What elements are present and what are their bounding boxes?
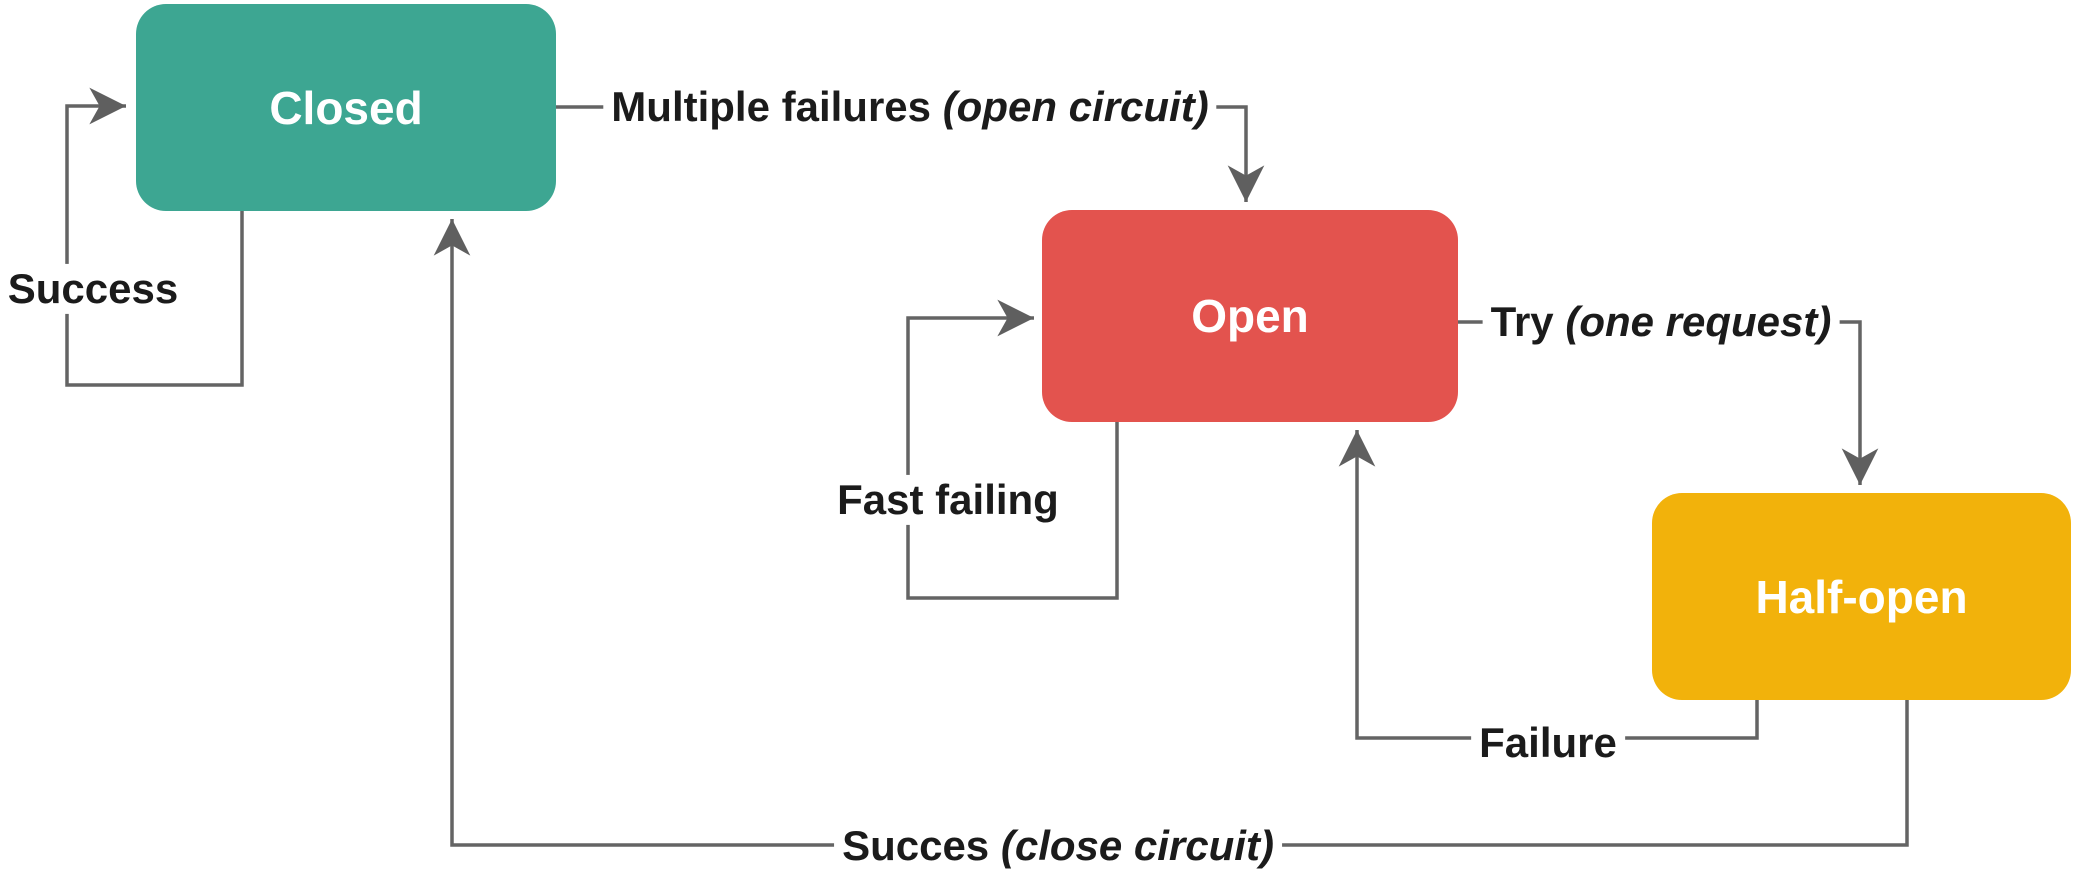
state-closed: Closed: [136, 4, 556, 211]
state-open: Open: [1042, 210, 1458, 422]
state-half-open: Half-open: [1652, 493, 2071, 700]
transition-label-text: Multiple failures: [611, 82, 943, 130]
transition-label-italic-text: (one request): [1565, 297, 1832, 345]
transition-label-multiple-failures: Multiple failures (open circuit): [603, 81, 1217, 133]
state-closed-label: Closed: [269, 81, 423, 134]
state-half-open-label: Half-open: [1755, 570, 1968, 623]
state-open-label: Open: [1191, 290, 1309, 342]
transition-label-success: Success: [0, 263, 187, 315]
transition-label-text: Failure: [1479, 718, 1617, 766]
transition-label-fast-failing: Fast failing: [829, 474, 1067, 526]
edge-open-self-loop: [906, 299, 1119, 600]
transition-label-italic-text: (close circuit): [1000, 821, 1274, 869]
transition-label-text: Try: [1490, 297, 1566, 345]
edge-closed-self-loop: [65, 87, 244, 387]
transition-label-text: Fast failing: [837, 475, 1059, 523]
transition-label-failure: Failure: [1471, 717, 1625, 769]
transition-label-italic-text: (open circuit): [942, 82, 1209, 130]
transition-label-succes-close-circuit: Succes (close circuit): [834, 820, 1282, 872]
transition-label-text: Succes: [842, 821, 1001, 869]
transition-label-try: Try (one request): [1482, 296, 1840, 348]
transition-label-text: Success: [7, 264, 179, 312]
